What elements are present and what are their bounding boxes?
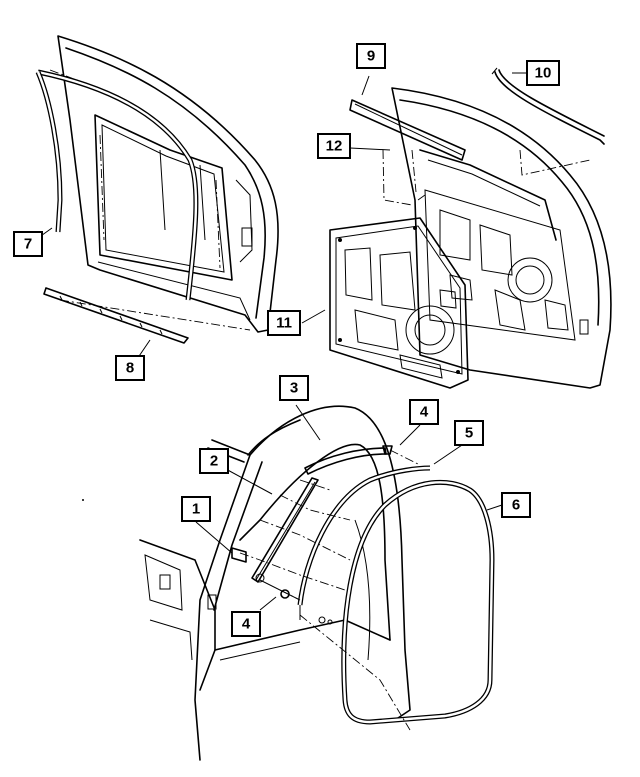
- callout-6-label: 6: [512, 497, 520, 514]
- part-4-lower-fastener: [280, 589, 290, 599]
- callout-7-label: 7: [24, 236, 32, 253]
- part-4-upper-fastener: [382, 445, 393, 455]
- callout-5: 5: [454, 420, 484, 446]
- callout-5-label: 5: [465, 425, 473, 442]
- callout-4-upper-label: 4: [420, 404, 429, 421]
- callout-3-label: 3: [290, 380, 298, 397]
- part-2-a-pillar-seal: [251, 477, 319, 583]
- part-7-door-seal-strip: [35, 69, 199, 301]
- upper-right-door-shell: [391, 87, 612, 389]
- callout-12-label: 12: [326, 138, 343, 155]
- callout-11: 11: [267, 310, 301, 336]
- callout-7: 7: [13, 231, 43, 257]
- part-11-door-module-panel: [329, 217, 469, 389]
- callout-2-label: 2: [210, 453, 218, 470]
- part-10-outer-glass-run: [491, 67, 605, 145]
- callout-4-lower: 4: [231, 611, 261, 637]
- callout-8-label: 8: [126, 360, 134, 377]
- callout-12: 12: [317, 133, 351, 159]
- callout-6: 6: [501, 492, 531, 518]
- part-8-lower-sill-seal: [43, 287, 189, 344]
- callout-10-label: 10: [535, 65, 552, 82]
- callout-4-upper: 4: [409, 399, 439, 425]
- part-9-belt-weatherstrip: [349, 99, 466, 161]
- callout-3: 3: [279, 375, 309, 401]
- callout-10: 10: [526, 60, 560, 86]
- lower-body-door-opening: [139, 405, 411, 761]
- part-6-door-opening-weatherstrip: [341, 479, 495, 725]
- part-1-retainer: [231, 547, 247, 563]
- upper-left-door-assembly: [49, 35, 279, 333]
- callout-1-label: 1: [192, 501, 200, 518]
- callout-2: 2: [199, 448, 229, 474]
- callout-4-lower-label: 4: [242, 616, 251, 633]
- callout-9-label: 9: [367, 48, 375, 65]
- callout-8: 8: [115, 355, 145, 381]
- part-5-upper-seal: [297, 465, 431, 606]
- callout-9: 9: [356, 43, 386, 69]
- callout-11-label: 11: [276, 315, 292, 332]
- callout-1: 1: [181, 496, 211, 522]
